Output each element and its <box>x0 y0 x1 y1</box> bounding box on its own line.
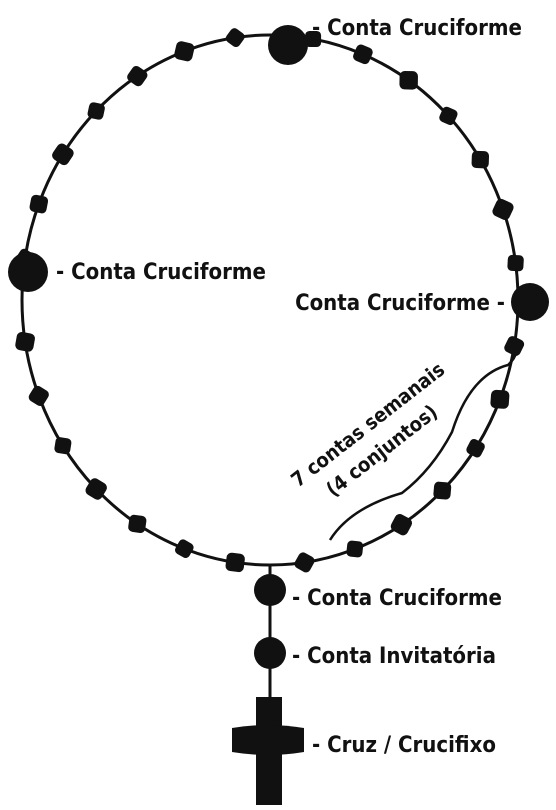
weekly-bead-set3-6 <box>28 385 49 406</box>
weekly-bead-set4-4 <box>87 102 105 120</box>
weekly-bead-set3-2 <box>174 539 194 559</box>
weekly-bead-set2-3 <box>466 438 485 458</box>
weekly-bead-set3-4 <box>85 478 107 500</box>
weekly-bead-set1-7 <box>507 254 524 272</box>
weekly-bead-set1-6 <box>492 198 514 220</box>
cross-icon <box>232 697 304 805</box>
weekly-bead-set2-2 <box>490 389 510 409</box>
weekly-bead-set2-6 <box>346 540 364 558</box>
weekly-bead-set1-5 <box>471 150 490 169</box>
label-cruciform-right: Conta Cruciforme - <box>295 291 505 316</box>
weekly-bead-set4-6 <box>174 41 195 62</box>
cruciform-bead-bottom <box>254 574 286 606</box>
weekly-bead-set2-7 <box>294 552 315 573</box>
weekly-bead-set4-5 <box>127 65 148 87</box>
weekly-bead-set4-7 <box>225 28 245 48</box>
label-cruciform-top: - Conta Cruciforme <box>312 16 522 41</box>
weekly-bead-set4-2 <box>29 194 49 214</box>
weekly-bead-set1-2 <box>353 44 373 65</box>
cruciform-bead-top <box>268 25 308 65</box>
weekly-bead-set3-7 <box>15 331 35 352</box>
weekly-bead-set2-4 <box>433 481 452 500</box>
label-cruciform-bottom: - Conta Cruciforme <box>292 586 502 611</box>
weekly-bead-set3-3 <box>128 514 147 534</box>
weekly-bead-set1-1 <box>305 31 322 47</box>
cruciform-bead-right <box>511 283 549 321</box>
invitatory-bead <box>254 637 286 669</box>
weekly-bead-set2-5 <box>390 514 413 536</box>
label-cross: - Cruz / Crucifixo <box>312 733 496 758</box>
weekly-bead-set1-4 <box>439 106 458 126</box>
label-invitatory: - Conta Invitatória <box>292 644 496 669</box>
label-cruciform-left: - Conta Cruciforme <box>56 260 266 285</box>
cruciform-bead-left <box>8 252 48 292</box>
weekly-bead-set3-5 <box>54 437 72 455</box>
weekly-bead-set1-3 <box>399 71 418 90</box>
weekly-bead-set4-3 <box>52 143 74 166</box>
weekly-beads-bracket <box>328 341 518 541</box>
weekly-bead-set3-1 <box>225 552 245 573</box>
